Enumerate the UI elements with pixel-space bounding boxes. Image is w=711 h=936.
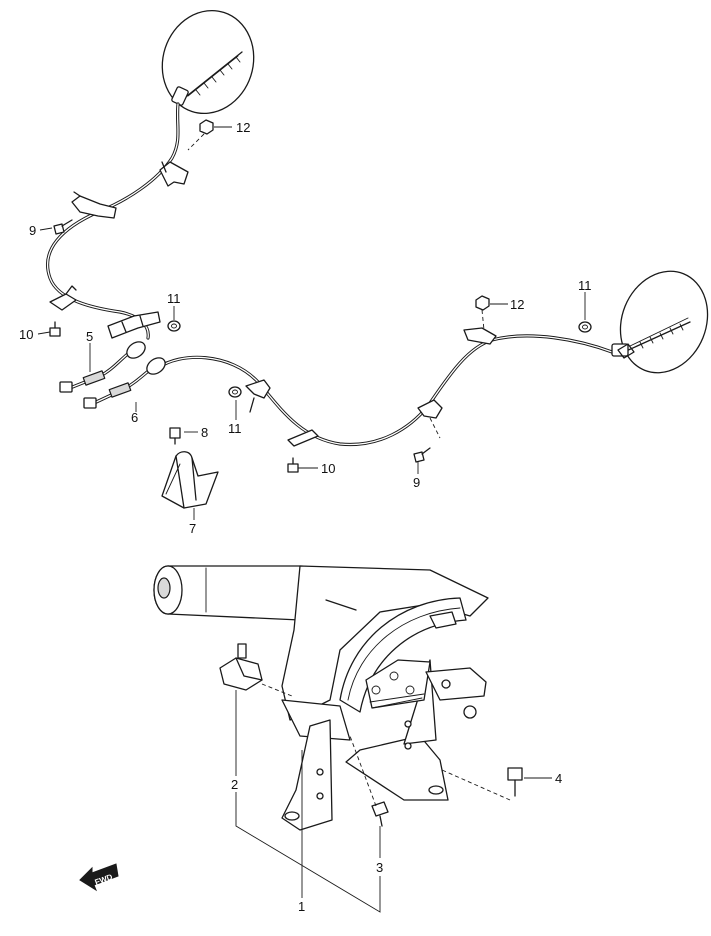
bolt-8: [169, 427, 181, 445]
cable-equalizer-bracket: [107, 311, 161, 339]
callout-9-left: 9: [29, 223, 36, 238]
left-parking-brake-cable: [46, 102, 180, 340]
callout-12-right: 12: [510, 297, 524, 312]
cable-bracket-right-center: [417, 399, 443, 439]
callout-8: 8: [201, 425, 208, 440]
right-brake-drum: [611, 270, 709, 374]
callout-10-right: 10: [321, 461, 335, 476]
callout-4: 4: [555, 771, 562, 786]
part-7-bracket: [161, 451, 219, 509]
callout-12-upper: 12: [236, 120, 250, 135]
callout-3: 3: [376, 860, 383, 875]
callout-7: 7: [189, 521, 196, 536]
bolt-10-right: [287, 457, 299, 473]
cable-bracket-right-mid: [245, 379, 271, 413]
callout-11-left: 11: [167, 291, 181, 306]
washer-11-left: [167, 320, 181, 332]
forward-arrow-icon: FWD: [79, 863, 119, 892]
callout-9-right: 9: [413, 475, 420, 490]
callout-11-mid: 11: [228, 421, 242, 436]
bolt-9-left: [53, 219, 73, 235]
callout-2: 2: [231, 777, 238, 792]
cable-bracket-right-low: [287, 429, 319, 447]
callout-10-left: 10: [19, 327, 33, 342]
callout-11-right: 11: [578, 278, 592, 293]
part-3-bolt: [349, 735, 389, 827]
washer-11-mid: [228, 386, 242, 398]
nut-12-upper: [187, 119, 214, 151]
part-6-front-cable: [83, 357, 166, 409]
callout-5: 5: [86, 329, 93, 344]
cable-bracket-left-low: [49, 285, 77, 311]
cable-bracket-right-upper: [463, 327, 497, 345]
callout-labels: 12 9 11 10 5 6 8 11 7 10 9 12 11 4 2 3 1: [19, 120, 592, 914]
part-5-front-cable: [59, 341, 146, 393]
part-2-clip: [219, 643, 293, 697]
callout-6: 6: [131, 410, 138, 425]
bolt-9-right: [413, 447, 431, 463]
cable-bracket-left-mid: [71, 191, 117, 219]
washer-11-right: [578, 321, 592, 333]
cable-bracket-upper-left: [159, 161, 189, 187]
nut-12-right: [475, 295, 490, 331]
part-4-bolt: [441, 767, 523, 801]
right-parking-brake-cable: [156, 334, 614, 447]
left-brake-drum: [161, 9, 255, 115]
callout-1: 1: [298, 899, 305, 914]
leader-lines: [37, 126, 586, 913]
bolt-10-left: [49, 321, 61, 337]
parking-brake-lever: [153, 565, 489, 831]
